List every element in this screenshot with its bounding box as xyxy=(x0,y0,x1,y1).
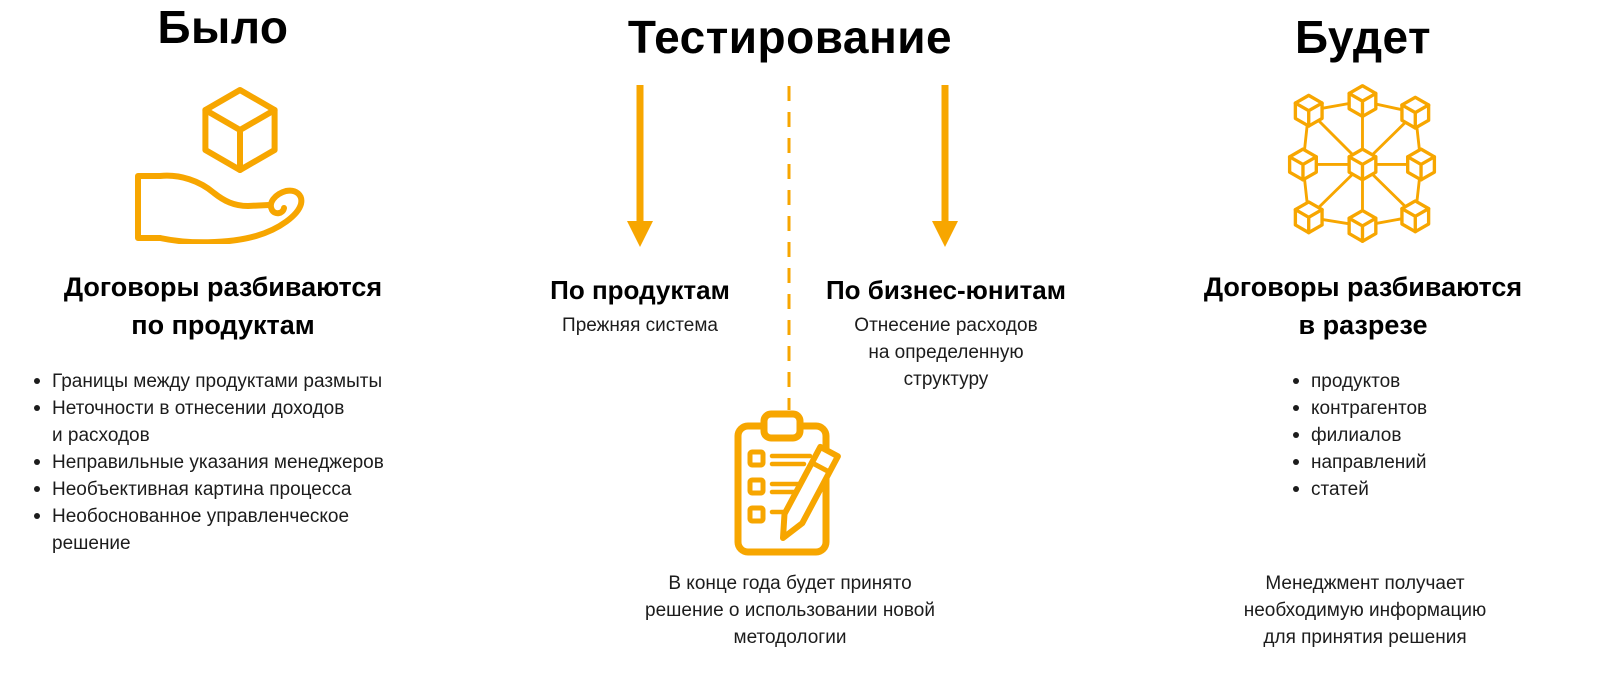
after-heading: Договоры разбиваются в разрезе xyxy=(1203,272,1523,340)
dashed-divider-line xyxy=(786,86,792,410)
branch-products-subtitle: Прежняя система xyxy=(562,315,718,336)
list-item: Неточности в отнесении доходов и расходо… xyxy=(28,395,420,449)
after-bullet-list: продуктов контрагентов филиалов направле… xyxy=(1287,368,1543,503)
before-heading: Договоры разбиваются по продуктам xyxy=(63,272,383,340)
list-item: Необъективная картина процесса xyxy=(28,476,420,503)
list-item: Границы между продуктами размыты xyxy=(28,368,420,395)
hand-holding-cube-icon xyxy=(128,84,318,244)
branch-business-units-heading: По бизнес-юнитам xyxy=(825,275,1067,305)
list-item: филиалов xyxy=(1287,422,1543,449)
before-bullet-list: Границы между продуктами размыты Неточно… xyxy=(28,368,420,557)
after-footer-text: Менеджмент получает необходимую информац… xyxy=(1243,573,1487,648)
after-title: Будет xyxy=(1294,11,1432,63)
list-item: направлений xyxy=(1287,449,1543,476)
list-item: статей xyxy=(1287,476,1543,503)
testing-footer-text: В конце года будет принято решение о исп… xyxy=(645,573,935,648)
branch-products-heading: По продуктам xyxy=(550,275,730,305)
list-item: контрагентов xyxy=(1287,395,1543,422)
before-title: Было xyxy=(157,1,289,53)
list-item: продуктов xyxy=(1287,368,1543,395)
list-item: Неправильные указания менеджеров xyxy=(28,449,420,476)
clipboard-checklist-icon xyxy=(733,410,848,560)
down-arrow-right-icon xyxy=(930,83,960,248)
cube-network-icon xyxy=(1278,80,1446,248)
branch-business-units-subtitle: Отнесение расходов на определенную струк… xyxy=(854,315,1038,390)
list-item: Необоснованное управленческое решение xyxy=(28,503,420,557)
down-arrow-left-icon xyxy=(625,83,655,248)
testing-title: Тестирование xyxy=(627,11,953,63)
